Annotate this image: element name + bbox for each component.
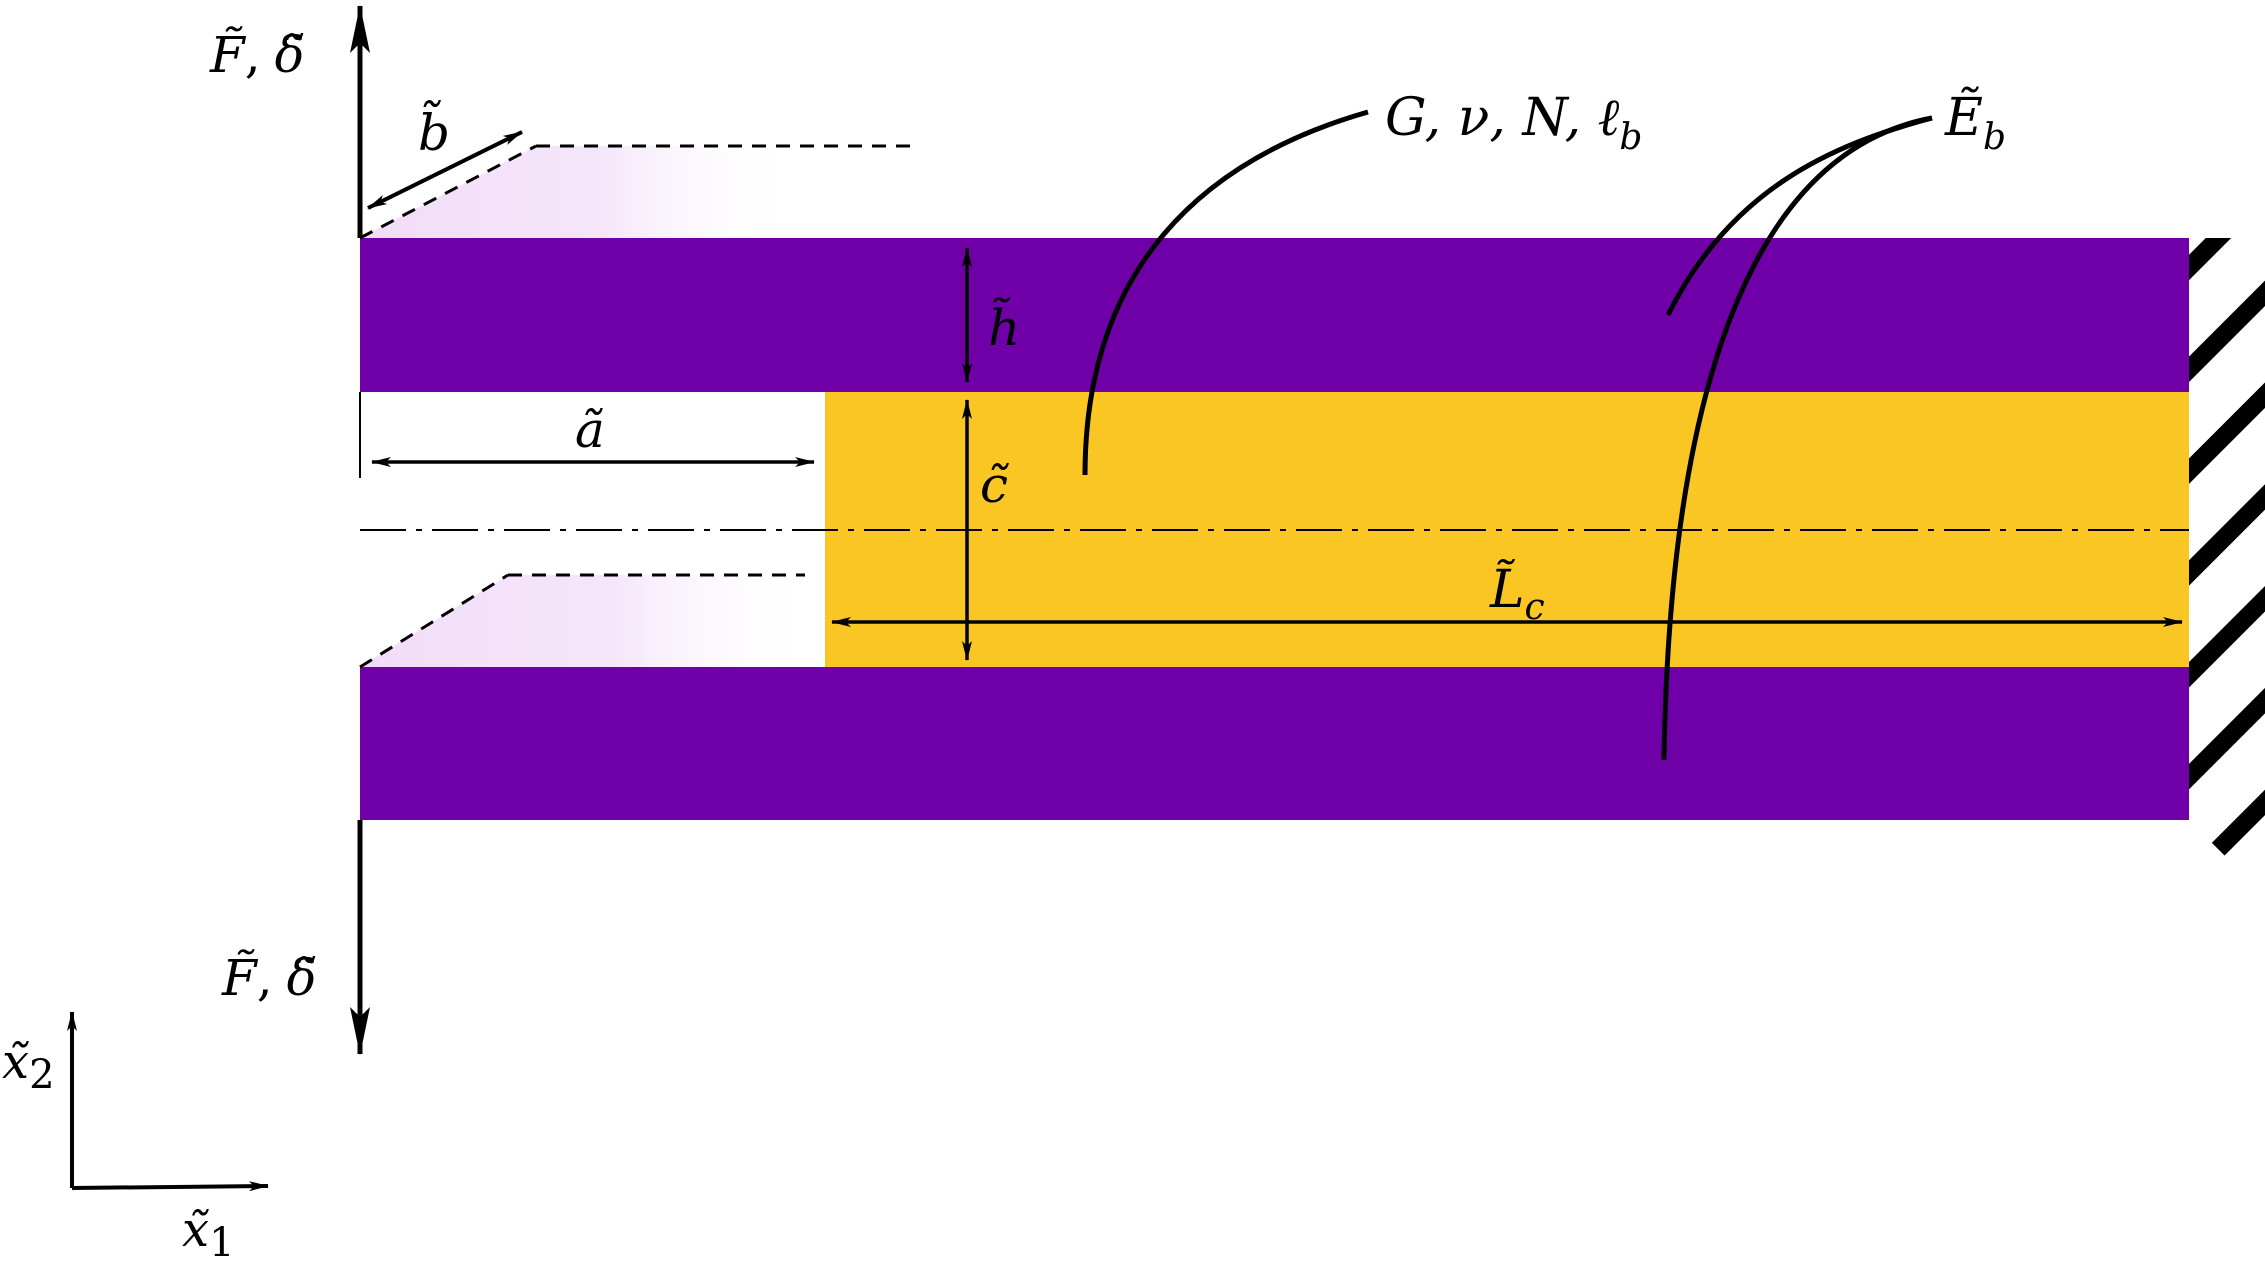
svg-text:x̃2: x̃2 <box>2 1034 55 1098</box>
bottom-adherend-depth-face <box>360 575 820 667</box>
svg-text:x̃1: x̃1 <box>182 1202 235 1263</box>
crack-length-label: ã <box>575 401 605 459</box>
force-label-top: F̃,δ̃ <box>209 25 305 84</box>
svg-text:F̃,δ̃: F̃,δ̃ <box>209 25 305 84</box>
width-dimension-arrow <box>367 130 523 210</box>
svg-text:G, ν, N, ℓb: G, ν, N, ℓb <box>1385 88 1642 158</box>
svg-text:Ẽb: Ẽb <box>1944 87 2006 158</box>
svg-text:L̃c: L̃c <box>1489 559 1545 628</box>
axis-x1-label: x̃1 <box>182 1202 235 1263</box>
bottom-adherend <box>360 667 2189 820</box>
core-length-label: L̃c <box>1489 559 1545 628</box>
core-properties-label: G, ν, N, ℓb <box>1385 88 1642 158</box>
core-properties-leader <box>1082 109 1369 476</box>
clamped-support-hatching <box>2189 238 2265 890</box>
axis-x1-arrow <box>71 1181 269 1192</box>
axis-x2-label: x̃2 <box>2 1034 55 1098</box>
top-adherend <box>360 238 2189 392</box>
svg-text:F̃,δ̃: F̃,δ̃ <box>221 948 317 1007</box>
top-adherend-depth-face <box>360 146 800 238</box>
thickness-label: h̃ <box>988 296 1020 357</box>
adherend-modulus-label: Ẽb <box>1944 87 2006 158</box>
core-thickness-label: c̃ <box>980 456 1009 514</box>
modulus-leader-bottom <box>1661 115 1933 761</box>
force-label-bottom: F̃,δ̃ <box>221 948 317 1007</box>
width-label: b̃ <box>418 100 450 162</box>
